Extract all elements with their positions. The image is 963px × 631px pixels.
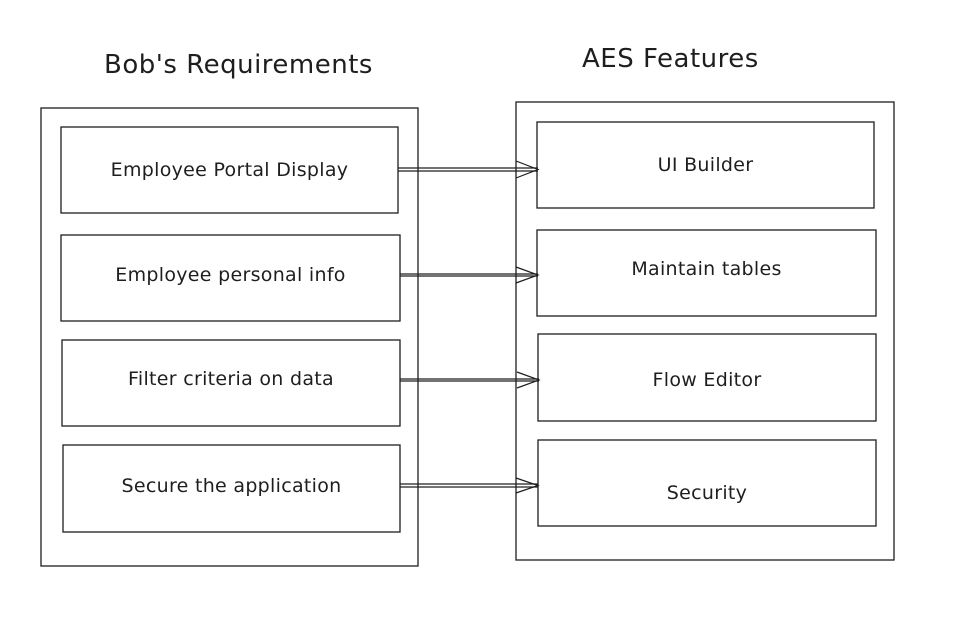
requirement-box — [61, 339, 401, 427]
requirement-label-personal-info: Employee personal info — [115, 264, 346, 286]
arrow-security — [400, 477, 540, 494]
requirement-box — [62, 444, 401, 533]
requirement-label-portal-display: Employee Portal Display — [110, 159, 349, 181]
feature-box — [537, 333, 877, 422]
feature-label-maintain-tables: Maintain tables — [631, 258, 782, 280]
feature-label-ui-builder: UI Builder — [657, 154, 754, 176]
features-heading: AES Features — [582, 44, 759, 74]
requirement-label-secure-application: Secure the application — [121, 475, 342, 497]
requirements-heading: Bob's Requirements — [104, 50, 373, 80]
feature-box — [537, 439, 877, 527]
features-container — [515, 101, 895, 561]
arrow-ui-builder — [398, 160, 540, 179]
requirement-box — [60, 234, 401, 322]
feature-box — [536, 121, 875, 209]
requirement-label-filter-criteria: Filter criteria on data — [128, 368, 334, 390]
requirement-box — [60, 126, 399, 214]
feature-label-security: Security — [666, 482, 748, 504]
requirements-container — [40, 107, 419, 567]
feature-label-flow-editor: Flow Editor — [652, 369, 762, 391]
feature-box — [536, 229, 877, 317]
arrow-flow-editor — [400, 371, 541, 389]
arrow-maintain-tables — [400, 266, 540, 284]
